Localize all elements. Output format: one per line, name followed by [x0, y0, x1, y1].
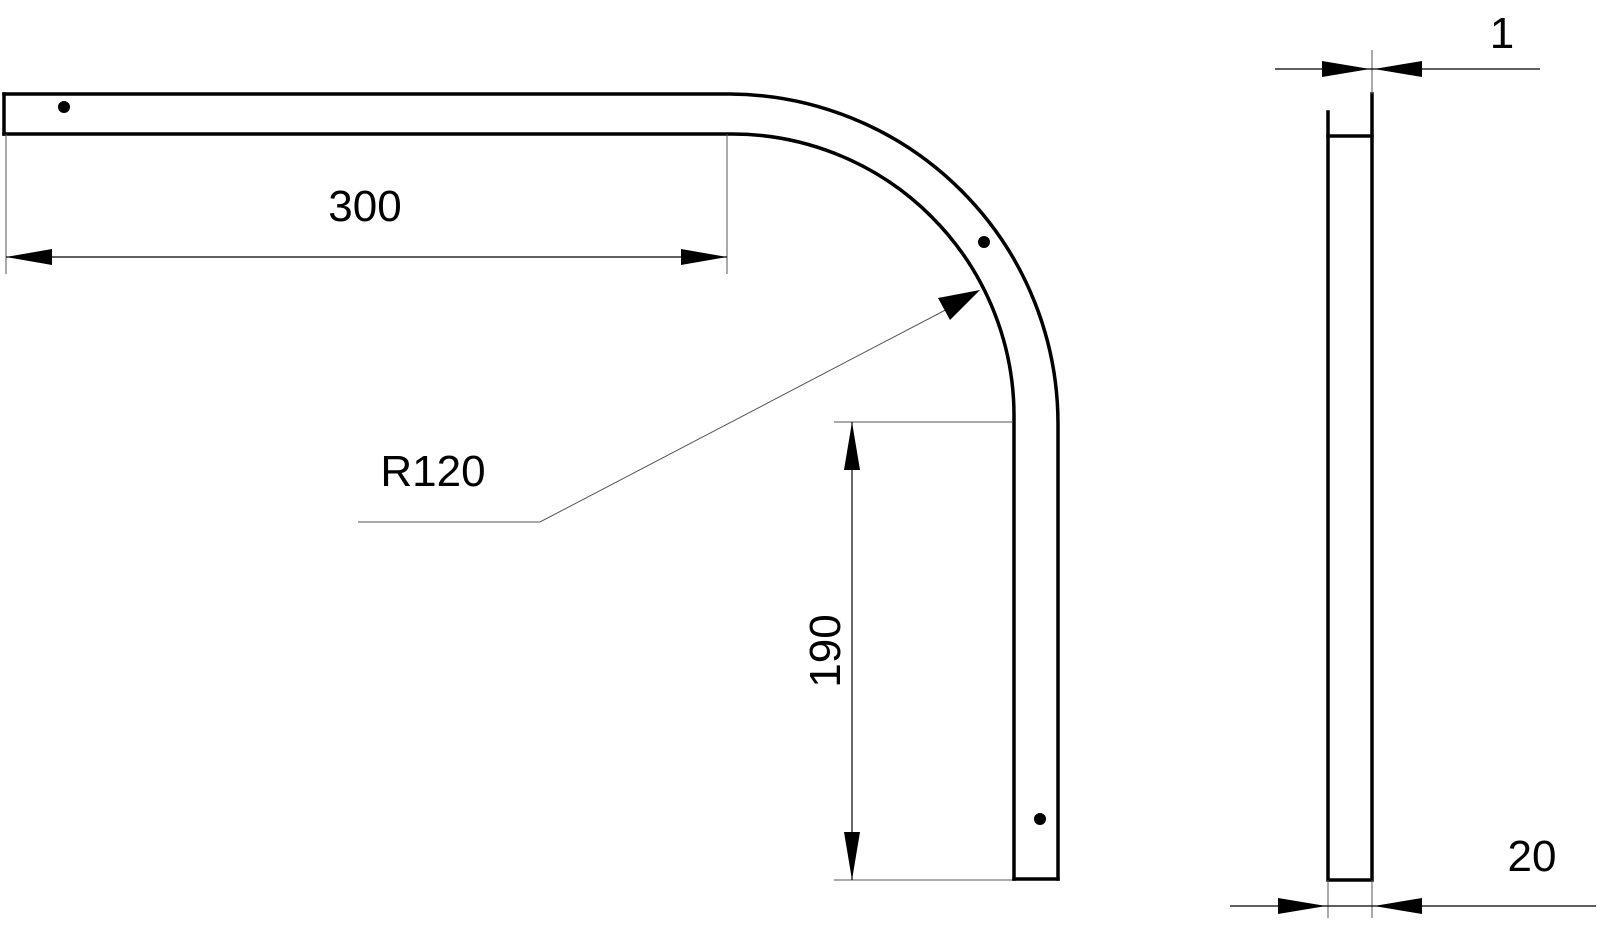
thickness-label: 1 — [1490, 9, 1514, 58]
radius-arrow — [938, 290, 980, 320]
profile-side-view — [1326, 92, 1374, 882]
length-dimension: 300 — [5, 134, 728, 274]
radius-dimension: R120 — [358, 290, 980, 523]
length-label: 300 — [328, 182, 401, 231]
thickness-arrow-right — [1374, 61, 1422, 77]
profile-outline — [1326, 110, 1374, 138]
height-arrow-bottom — [844, 832, 860, 880]
mounting-hole-top — [58, 101, 70, 113]
length-arrow-right — [681, 249, 727, 265]
mounting-hole-bottom — [1034, 813, 1046, 825]
bar-outer-edge — [2, 92, 1060, 881]
thickness-arrow-left — [1322, 61, 1370, 77]
radius-label: R120 — [380, 447, 485, 496]
thickness-dimension: 1 — [1275, 9, 1540, 94]
width-label: 20 — [1508, 832, 1557, 881]
width-arrow-left — [1278, 898, 1326, 914]
width-dimension: 20 — [1230, 832, 1596, 918]
height-arrow-top — [844, 422, 860, 470]
profile-body — [1326, 92, 1374, 882]
width-arrow-right — [1374, 898, 1422, 914]
mounting-hole-bend — [978, 236, 990, 248]
height-label: 190 — [801, 614, 850, 687]
bar-inner-edge — [2, 132, 1016, 881]
height-dimension: 190 — [801, 421, 1012, 881]
radius-leader-line — [358, 304, 956, 523]
length-arrow-left — [6, 249, 52, 265]
bent-bar-front-view — [2, 92, 1060, 881]
